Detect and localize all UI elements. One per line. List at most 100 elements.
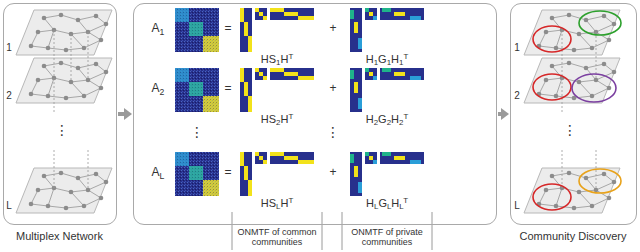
flow-arrow <box>498 108 509 120</box>
glyph: H <box>280 113 288 125</box>
equals-sign: = <box>224 166 231 180</box>
glyph: S <box>269 197 276 209</box>
drawing-part <box>175 8 424 52</box>
glyph: S <box>269 113 276 125</box>
drawing-part <box>16 10 112 55</box>
private-term: H1G1H1T <box>366 53 409 66</box>
glyph: 2 <box>374 118 378 127</box>
glyph: 1 <box>374 58 378 67</box>
glyph: H <box>280 53 288 65</box>
layer-number: L <box>6 200 12 212</box>
glyph: H <box>261 113 269 125</box>
ellipsis: ⋮ <box>326 124 340 140</box>
glyph: H <box>366 53 374 65</box>
glyph: L <box>276 202 280 211</box>
glyph: H <box>280 197 288 209</box>
drawing-part <box>175 68 424 112</box>
drawing-part <box>54 30 88 190</box>
glyph: 1 <box>387 58 391 67</box>
glyph: G <box>378 53 387 65</box>
panel-caption: Multiplex Network <box>4 230 115 242</box>
drawing-part <box>533 11 621 210</box>
drawing-part <box>54 30 55 78</box>
glyph: 1 <box>399 58 403 67</box>
community-panel: Community Discovery <box>510 3 637 225</box>
glyph: L <box>387 202 391 211</box>
glyph: 2 <box>387 118 391 127</box>
drawing-part <box>232 212 233 250</box>
drawing-part <box>54 150 55 188</box>
drawing-part <box>16 58 112 103</box>
glyph: 1 <box>160 27 165 37</box>
drawing-part <box>501 108 509 120</box>
matrix-rows <box>175 8 424 196</box>
common-term: HSLHT <box>261 197 294 210</box>
glyph: A <box>152 81 160 95</box>
glyph: T <box>288 112 293 121</box>
glyph: T <box>403 196 408 205</box>
glyph: G <box>378 113 387 125</box>
flow-arrow <box>118 108 132 120</box>
drawing-part <box>342 212 343 250</box>
drawing-part <box>579 11 621 35</box>
equals-sign: = <box>224 22 231 36</box>
drawing-part <box>118 112 125 116</box>
glyph: H <box>366 113 374 125</box>
ellipsis: ⋮ <box>563 122 577 138</box>
private-term: H2G2H2T <box>366 113 409 126</box>
drawing-part <box>533 184 571 210</box>
drawing-part <box>524 168 620 213</box>
layer-number: 2 <box>6 90 12 102</box>
panel-caption: Community Discovery <box>511 230 635 242</box>
drawing-part <box>16 168 112 213</box>
ellipsis: ⋮ <box>190 124 204 140</box>
matrix-symbol: A2 <box>152 82 165 96</box>
common-term: HS2HT <box>261 113 294 126</box>
glyph: L <box>160 171 165 181</box>
drawing-part <box>175 152 424 196</box>
plus-sign: + <box>329 166 336 180</box>
onmtf-brackets <box>232 212 432 250</box>
drawing-part <box>562 30 563 78</box>
plus-sign: + <box>329 82 336 96</box>
private-term: HLGLHLT <box>366 197 408 210</box>
glyph: 2 <box>399 118 403 127</box>
drawing-part <box>562 78 563 112</box>
glyph: T <box>288 52 293 61</box>
output-layers <box>524 10 621 213</box>
drawing-part <box>572 74 616 102</box>
glyph: A <box>152 165 160 179</box>
drawing-part <box>432 212 433 250</box>
glyph: L <box>399 202 403 211</box>
drawing-part <box>71 34 72 82</box>
network-panel: Multiplex Network <box>3 3 117 225</box>
drawing-part <box>88 32 89 80</box>
plus-sign: + <box>329 22 336 36</box>
drawing-part <box>524 10 620 55</box>
glyph: T <box>403 112 408 121</box>
factorization-panel: ONMTF of common communitiesONMTF of priv… <box>133 3 497 225</box>
glyph: T <box>288 196 293 205</box>
matrix-symbol: AL <box>152 166 165 180</box>
drawing-part <box>88 150 89 190</box>
drawing-part <box>54 78 55 112</box>
input-layers <box>16 10 112 213</box>
drawing-part <box>533 26 571 52</box>
glyph: H <box>366 197 374 209</box>
drawing-part <box>124 108 132 120</box>
glyph: H <box>391 53 399 65</box>
layer-number: 1 <box>6 42 12 54</box>
drawing-part <box>562 30 596 190</box>
glyph: H <box>261 53 269 65</box>
glyph: L <box>374 202 378 211</box>
glyph: A <box>152 21 160 35</box>
ellipsis: ⋮ <box>55 122 69 138</box>
glyph: G <box>378 197 387 209</box>
layer-number: 1 <box>514 42 520 54</box>
glyph: H <box>261 197 269 209</box>
glyph: 2 <box>276 118 280 127</box>
